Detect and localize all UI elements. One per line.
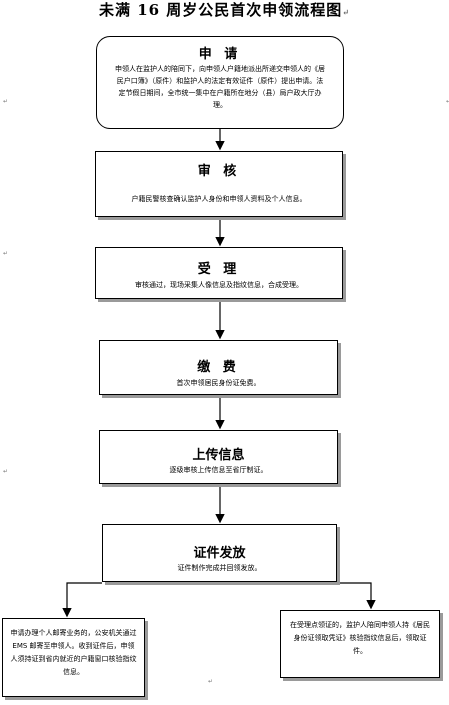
- step-accept-heading: 受 理: [197, 262, 241, 277]
- step-fee-body: 首次申领居民身份证免费。: [176, 379, 261, 387]
- return-mark: ↵: [3, 468, 9, 475]
- outcome-mail-text: 申请办理个人邮寄业务的，公安机关通过 EMS 邮寄至申领人。收到证件后，申领人须…: [10, 629, 137, 676]
- outcome-mail-box: 申请办理个人邮寄业务的，公安机关通过 EMS 邮寄至申领人。收到证件后，申领人须…: [2, 618, 145, 697]
- return-mark: ↵: [342, 7, 351, 17]
- step-fee-heading: 缴 费: [197, 360, 240, 375]
- diagram-title: 未满 16 周岁公民首次申领流程图↵: [98, 1, 351, 19]
- return-mark: ↵: [3, 250, 9, 257]
- arrow-issue-pickup: [337, 582, 376, 610]
- step-issue-body: 证件制作完成并回领发放。: [177, 564, 262, 572]
- step-review-body: 户籍民警核查确认监护人身份和申领人资料及个人信息。: [131, 195, 307, 203]
- step-review-box: 审 核 户籍民警核查确认监护人身份和申领人资料及个人信息。: [95, 151, 343, 217]
- step-accept-box: 受 理 审核通过，现场采集人像信息及指纹信息，合成受理。: [95, 247, 343, 299]
- step-upload-box: 上传信息 逐级审核上传信息至省厅制证。: [99, 430, 338, 484]
- step-review-heading: 审 核: [197, 164, 241, 179]
- step-apply-heading: 申 请: [198, 47, 242, 62]
- step-issue-box: 证件发放 证件制作完成并回领发放。: [102, 524, 337, 582]
- outcome-pickup-box: 在受理点领证的，监护人陪同申领人持《居民身份证领取凭证》核验指纹信息后，领取证件…: [280, 610, 440, 678]
- step-upload-heading: 上传信息: [192, 448, 245, 463]
- step-apply-body: 申领人在监护人的陪同下，向申领人户籍地派出所递交申领人的《居民户口簿》（原件）和…: [115, 65, 325, 109]
- step-issue-heading: 证件发放: [193, 546, 246, 561]
- step-upload-body: 逐级审核上传信息至省厅制证。: [169, 466, 268, 474]
- step-accept-body: 审核通过，现场采集人像信息及指纹信息，合成受理。: [135, 281, 303, 289]
- outcome-pickup-text: 在受理点领证的，监护人陪同申领人持《居民身份证领取凭证》核验指纹信息后，领取证件…: [290, 621, 430, 655]
- return-mark: ↵: [3, 98, 9, 105]
- step-apply-box: 申 请 申领人在监护人的陪同下，向申领人户籍地派出所递交申领人的《居民户口簿》（…: [96, 36, 344, 129]
- arrow-issue-mail: [62, 582, 102, 618]
- return-mark: ↵: [208, 678, 214, 685]
- step-fee-box: 缴 费 首次申领居民身份证免费。: [99, 340, 338, 395]
- return-mark: ↵: [446, 98, 449, 105]
